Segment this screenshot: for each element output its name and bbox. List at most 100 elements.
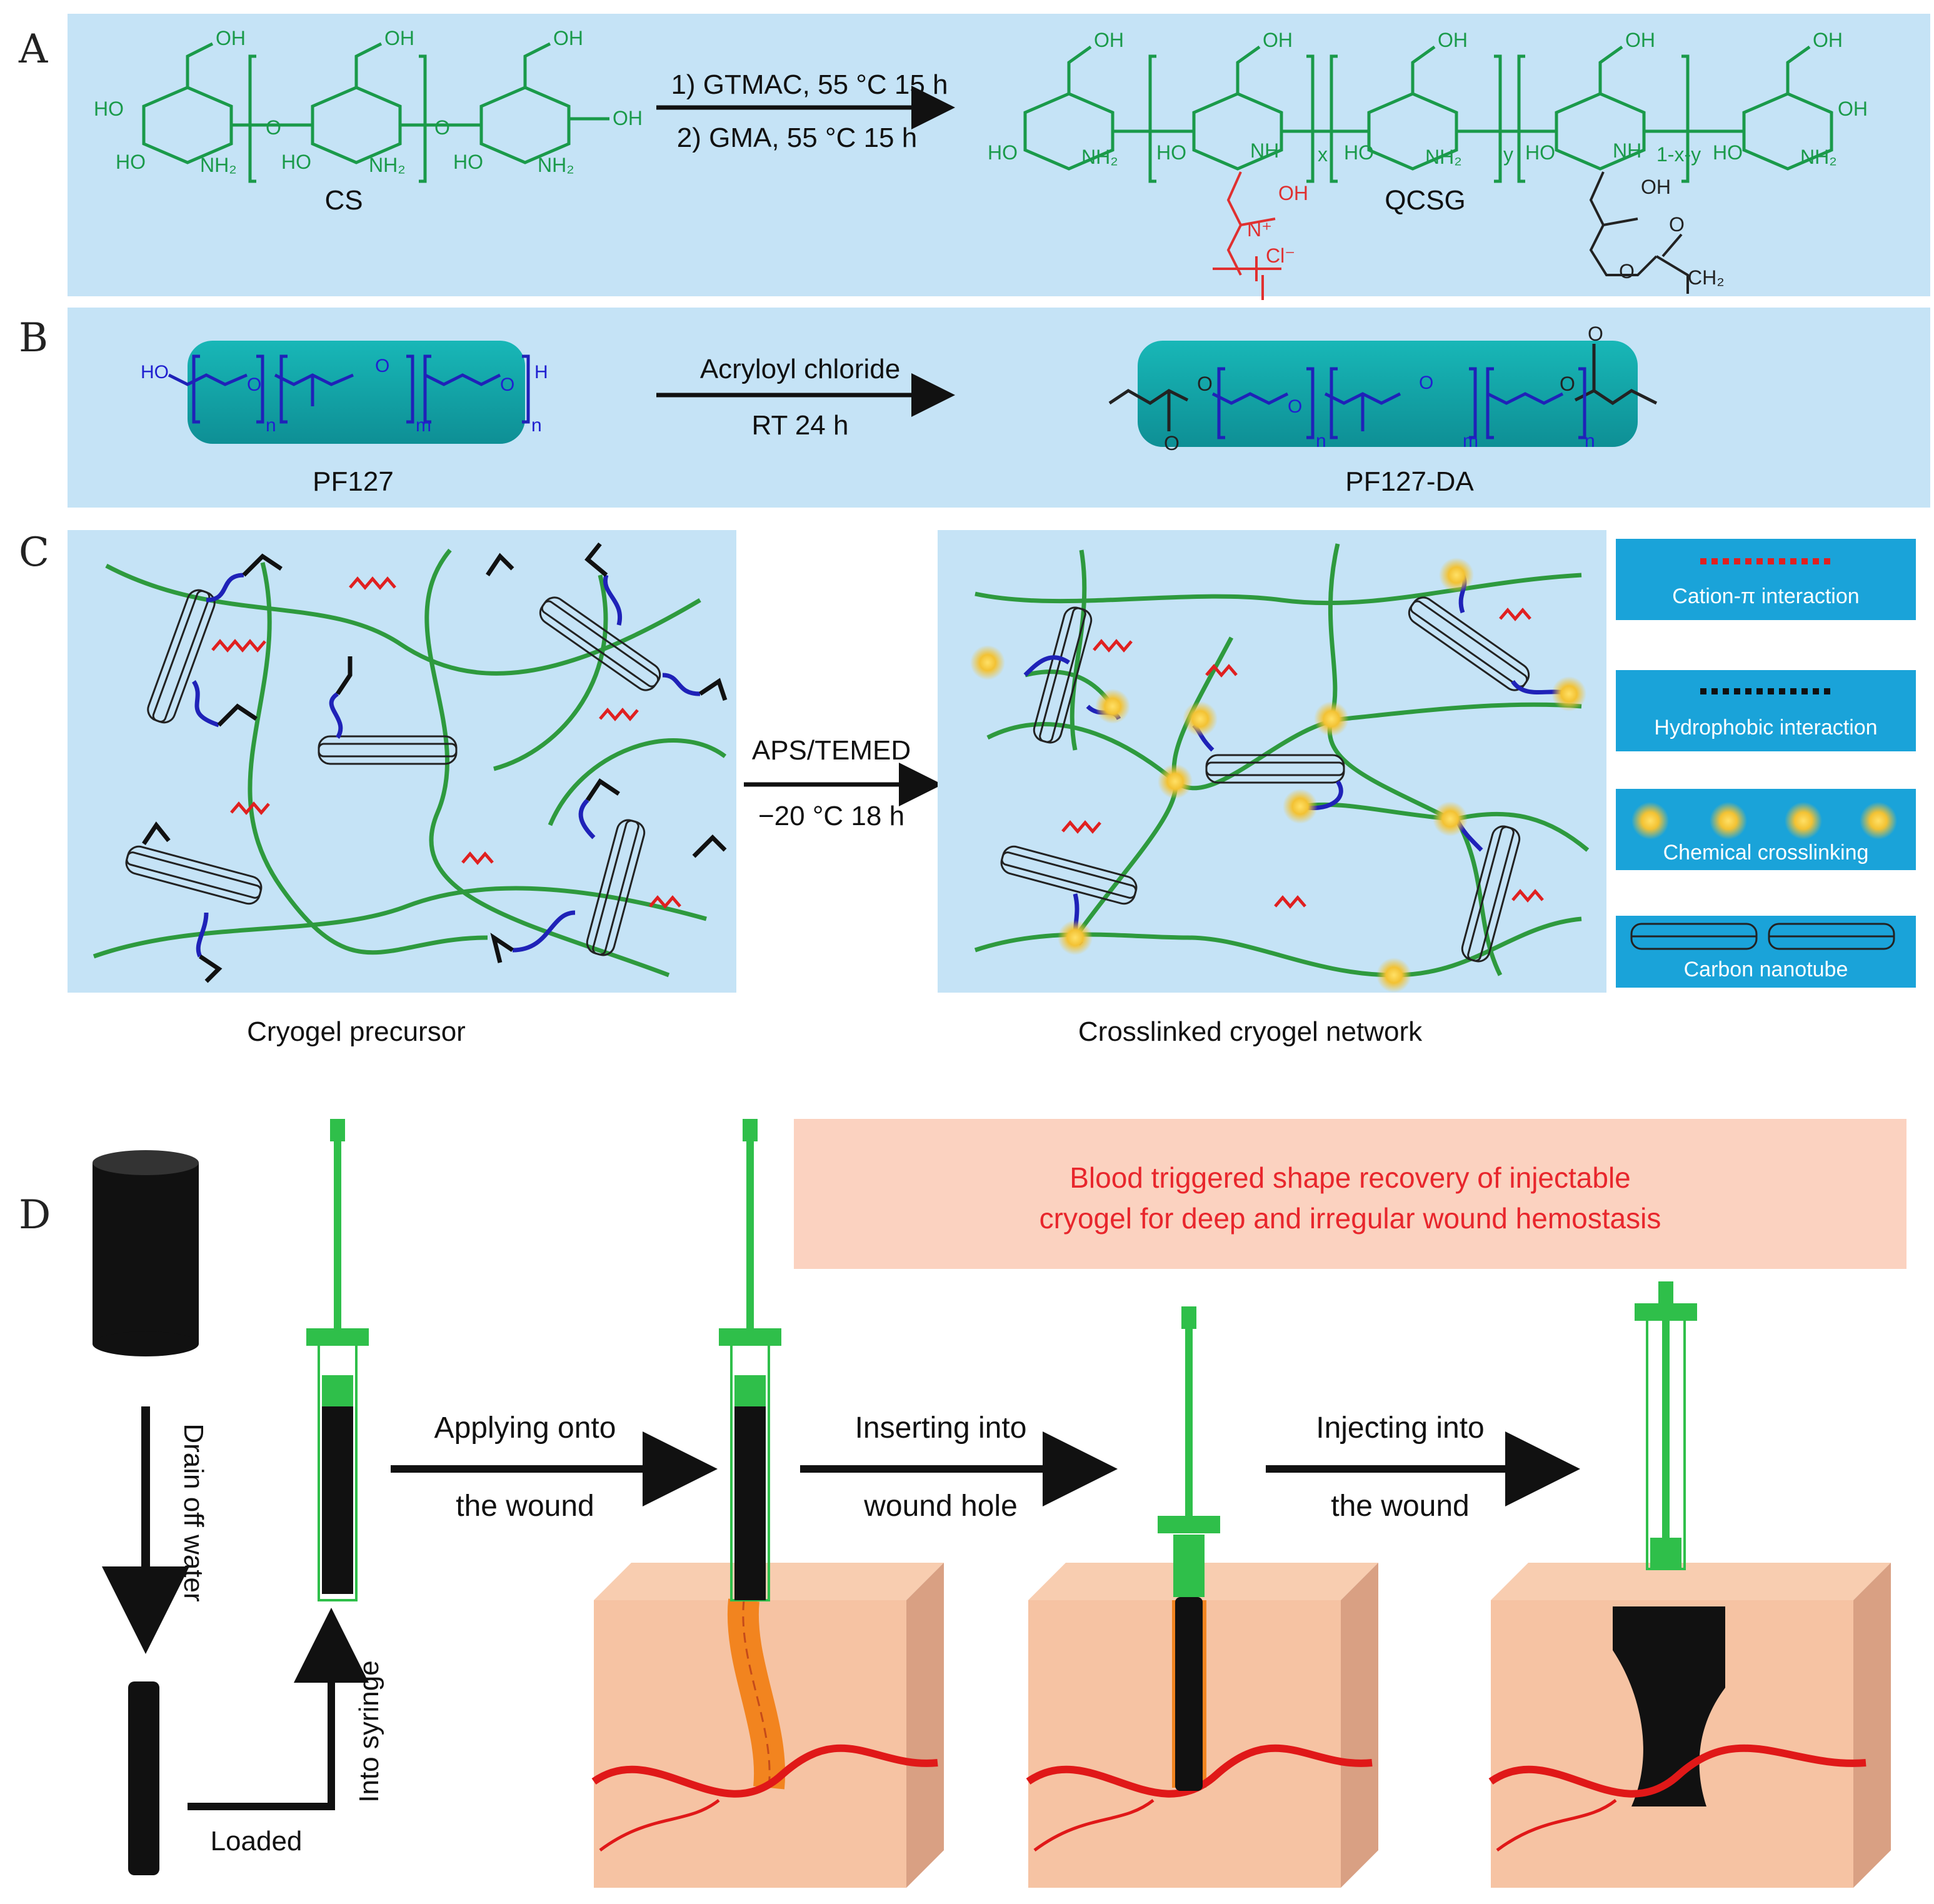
banner bbox=[794, 1119, 1906, 1269]
network-nanotubes bbox=[1000, 596, 1530, 963]
pf127-structure bbox=[168, 354, 530, 424]
panel-c: C bbox=[19, 529, 1916, 1047]
pf127-da-structure bbox=[1108, 344, 1658, 431]
svg-text:HO: HO bbox=[141, 362, 169, 383]
loaded-arrow bbox=[188, 1608, 369, 1810]
panel-b-letter: B bbox=[19, 315, 48, 361]
svg-text:HO: HO bbox=[1344, 141, 1374, 164]
svg-text:OH: OH bbox=[1641, 176, 1671, 198]
reagent-a-line1: 1) GTMAC, 55 °C 15 h bbox=[671, 69, 948, 100]
svg-text:OH: OH bbox=[613, 107, 643, 129]
syringe-injecting bbox=[1635, 1281, 1697, 1570]
precursor-caption: Cryogel precursor bbox=[247, 1016, 466, 1047]
tissue-block-inserting bbox=[1026, 1563, 1378, 1888]
step-arrow-3: Injecting into the wound bbox=[1266, 1411, 1580, 1523]
svg-text:OH: OH bbox=[553, 27, 583, 49]
svg-text:H: H bbox=[534, 362, 548, 383]
panel-d: D Blood triggered shape recovery of inje… bbox=[19, 1119, 1906, 1888]
condition-line1: APS/TEMED bbox=[752, 735, 911, 766]
precursor-cationic-chains bbox=[211, 576, 681, 909]
svg-text:OH: OH bbox=[1263, 29, 1293, 51]
precursor-vinyl-ends bbox=[142, 542, 728, 983]
cryogel-precursor-box bbox=[68, 530, 736, 993]
svg-text:O: O bbox=[1197, 373, 1213, 395]
svg-text:O: O bbox=[1619, 260, 1635, 283]
svg-text:wound hole: wound hole bbox=[863, 1490, 1018, 1523]
svg-text:O: O bbox=[247, 374, 261, 395]
svg-text:N⁺: N⁺ bbox=[1247, 218, 1272, 241]
svg-text:O: O bbox=[1419, 373, 1433, 393]
svg-text:OH: OH bbox=[216, 27, 246, 49]
syringe-inserting bbox=[1158, 1306, 1220, 1791]
qcsg-cationic-sidechain bbox=[1213, 171, 1281, 300]
svg-text:m: m bbox=[416, 415, 431, 436]
panel-d-letter: D bbox=[19, 1192, 51, 1238]
svg-text:n: n bbox=[1316, 431, 1326, 451]
syringe-label: Into syringe bbox=[354, 1660, 384, 1802]
svg-text:NH₂: NH₂ bbox=[1425, 146, 1462, 168]
legend-item-crosslinking: Chemical crosslinking bbox=[1616, 789, 1916, 870]
subscript-x: x bbox=[1318, 143, 1328, 166]
qcsg-name: QCSG bbox=[1385, 185, 1466, 216]
pf127-da-backbone bbox=[1211, 367, 1586, 439]
qcsg-methacrylate-sidechain bbox=[1589, 171, 1689, 294]
qcsg-atom-labels: OH OH OH OH OH OH HO HO HO HO HO NH₂ NH₂… bbox=[988, 29, 1868, 289]
svg-text:NH₂: NH₂ bbox=[1081, 146, 1118, 168]
subscript-y: y bbox=[1503, 143, 1513, 166]
panel-b: B HO H O O O n m n PF127 Acryloyl chl bbox=[19, 308, 1930, 508]
reagent-b-line1: Acryloyl chloride bbox=[700, 354, 900, 384]
svg-text:NH: NH bbox=[1613, 139, 1641, 162]
svg-text:CH₂: CH₂ bbox=[1688, 266, 1725, 289]
legend-label-nanotube: Carbon nanotube bbox=[1684, 958, 1848, 981]
svg-text:Inserting into: Inserting into bbox=[855, 1411, 1027, 1445]
svg-text:Injecting into: Injecting into bbox=[1316, 1411, 1485, 1445]
svg-text:O: O bbox=[1288, 396, 1302, 417]
pf127-da-highlight bbox=[1138, 341, 1638, 447]
qcsg-structure bbox=[1023, 45, 1833, 183]
network-cationic-chains bbox=[1061, 608, 1544, 909]
syringe-applying bbox=[719, 1119, 781, 1601]
compressed-cryogel bbox=[128, 1681, 159, 1875]
svg-text:n: n bbox=[531, 415, 542, 436]
svg-text:OH: OH bbox=[1278, 182, 1308, 204]
cs-atom-labels: OH OH OH HO HO HO HO OH NH₂ NH₂ NH₂ O O bbox=[94, 27, 643, 176]
svg-text:HO: HO bbox=[281, 151, 311, 173]
cs-structure bbox=[142, 42, 609, 183]
svg-text:HO: HO bbox=[988, 141, 1018, 164]
svg-text:O: O bbox=[1588, 323, 1603, 345]
svg-text:HO: HO bbox=[1156, 141, 1186, 164]
syringe-loaded bbox=[306, 1119, 369, 1601]
step-arrow-1: Applying onto the wound bbox=[391, 1411, 718, 1523]
svg-text:OH: OH bbox=[384, 27, 414, 49]
svg-text:O: O bbox=[1669, 213, 1685, 236]
legend-label-cation-pi: Cation-π interaction bbox=[1672, 584, 1859, 608]
cryogel-cylinder bbox=[93, 1150, 199, 1356]
panel-a-letter: A bbox=[18, 26, 48, 73]
legend-item-hydrophobic: Hydrophobic interaction bbox=[1616, 670, 1916, 751]
svg-text:n: n bbox=[266, 415, 276, 436]
svg-text:the wound: the wound bbox=[1331, 1490, 1470, 1523]
svg-text:NH₂: NH₂ bbox=[200, 154, 237, 176]
svg-text:NH₂: NH₂ bbox=[369, 154, 406, 176]
svg-text:O: O bbox=[1560, 373, 1575, 395]
svg-text:HO: HO bbox=[116, 151, 146, 173]
svg-text:O: O bbox=[500, 374, 514, 395]
pf127-name: PF127 bbox=[313, 466, 394, 497]
svg-text:m: m bbox=[1463, 431, 1478, 451]
pf127-da-name: PF127-DA bbox=[1345, 466, 1474, 497]
svg-text:n: n bbox=[1585, 431, 1595, 451]
pf127-atom-labels: HO H O O O n m n bbox=[141, 356, 548, 436]
svg-text:NH₂: NH₂ bbox=[1800, 146, 1837, 168]
legend-item-cation-pi: Cation-π interaction bbox=[1616, 539, 1916, 620]
tissue-block-injecting bbox=[1488, 1563, 1891, 1888]
svg-text:OH: OH bbox=[1094, 29, 1124, 51]
step-arrow-2: Inserting into wound hole bbox=[800, 1411, 1118, 1523]
nanotube-icon bbox=[1630, 923, 1895, 950]
precursor-nanotubes bbox=[125, 589, 661, 956]
svg-text:HO: HO bbox=[453, 151, 483, 173]
crosslink-icon bbox=[1631, 802, 1669, 839]
crosslink-points bbox=[970, 558, 1586, 993]
banner-line2: cryogel for deep and irregular wound hem… bbox=[1040, 1202, 1661, 1235]
tissue-block-applying bbox=[591, 1563, 944, 1888]
banner-line1: Blood triggered shape recovery of inject… bbox=[1070, 1161, 1631, 1194]
